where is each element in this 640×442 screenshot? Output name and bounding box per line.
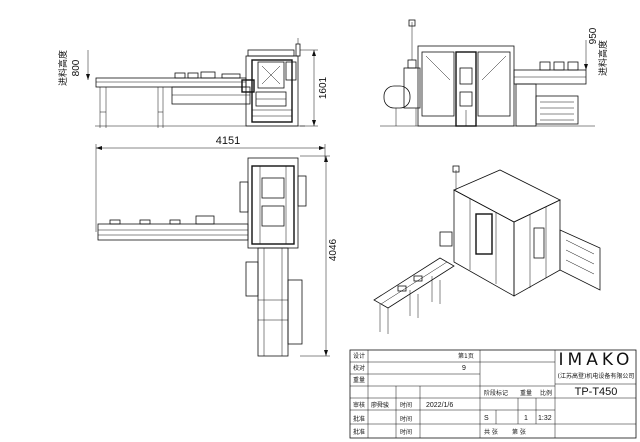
tb-page-flag: 第1页 [458, 352, 474, 360]
side-elevation-view: 进料高度 950 [380, 19, 609, 127]
tb-scale-label: 比例 [540, 389, 552, 397]
tb-qty-label: 重量 [520, 389, 532, 397]
tb-reviewer-label: 审核 [353, 401, 365, 409]
tb-sheet-total: 共 张 [484, 428, 498, 436]
tb-approve-label-2: 批准 [353, 428, 365, 436]
plan-view: 4151 4046 [95, 135, 339, 357]
tb-phase-mark-label: 阶段标记 [484, 389, 508, 397]
isometric-view [373, 165, 601, 334]
overall-width-dimension: 4151 [216, 135, 240, 147]
company-name: (江苏高登)机电设备有限公司 [558, 372, 635, 380]
tb-weight-label: 重量 [353, 376, 365, 384]
overall-depth-dimension: 4046 [328, 238, 339, 261]
tb-sheet-no: 第 张 [512, 428, 526, 436]
front-elevation-view: 1601 进料高度 800 [57, 38, 329, 128]
brand-logo-text: IMAKO [559, 350, 634, 370]
tb-scale-value: 1:32 [538, 415, 552, 422]
infeed-height-label-right: 进料高度 [597, 40, 609, 76]
tb-sheet-count: 9 [462, 365, 466, 372]
tb-qty-value: 1 [524, 415, 528, 422]
front-height-dimension: 1601 [318, 76, 329, 99]
title-block: 设计 校对 重量 审核 批准 批准 廖舜骏 时间 时间 时间 2022/1/6 … [349, 349, 637, 439]
tb-date: 2022/1/6 [426, 402, 453, 409]
infeed-height-label-left: 进料高度 [57, 50, 69, 86]
model-number: TP-T450 [575, 386, 618, 398]
tb-time-1: 时间 [400, 401, 412, 409]
tb-time-3: 时间 [400, 428, 412, 436]
tb-time-2: 时间 [400, 415, 412, 423]
tb-design-label: 设计 [353, 352, 365, 360]
tb-reviewer-name: 廖舜骏 [371, 401, 389, 409]
infeed-height-value-left: 800 [71, 59, 82, 76]
tb-phase-value: S [484, 415, 489, 422]
infeed-height-value-right: 950 [588, 27, 599, 44]
tb-check-label: 校对 [353, 364, 365, 372]
tb-approve-label: 批准 [353, 415, 365, 423]
